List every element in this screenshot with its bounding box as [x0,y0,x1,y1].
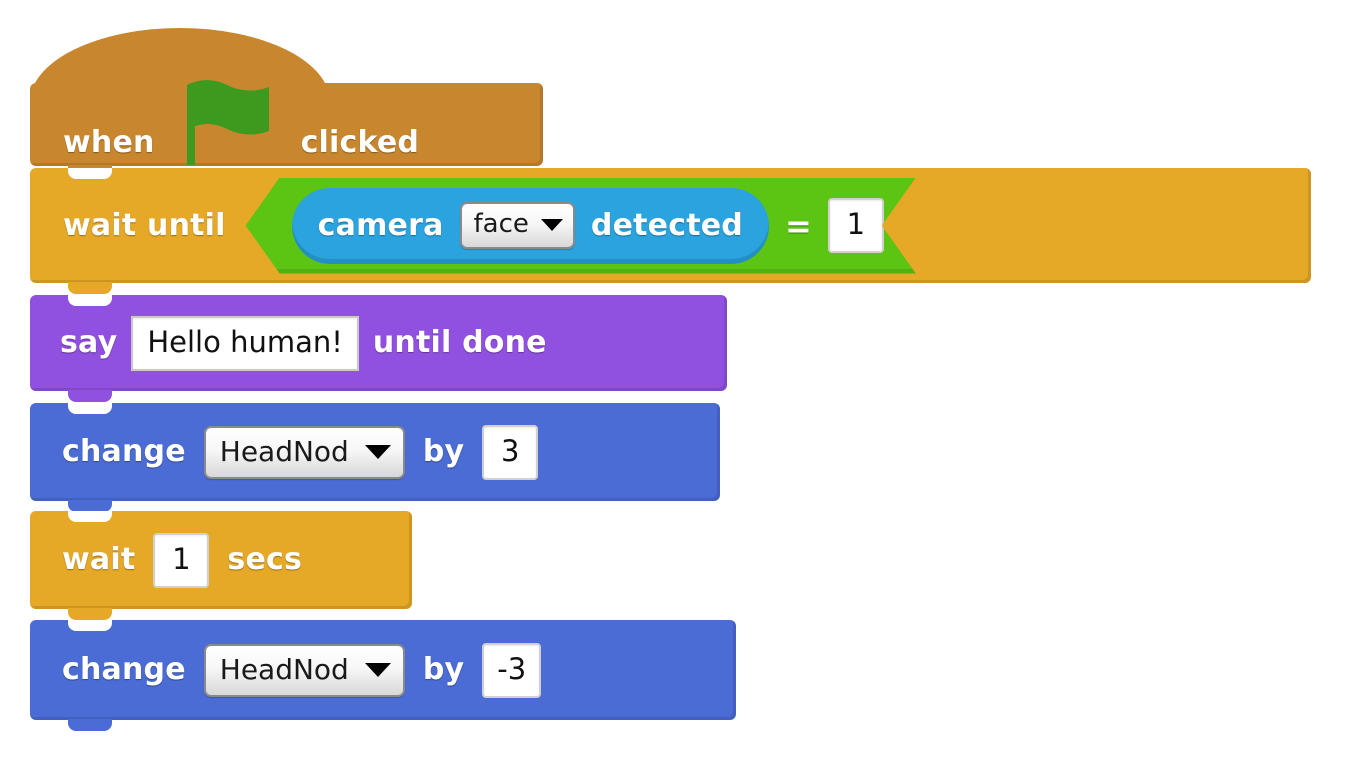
camera-target-dropdown[interactable]: face [460,202,575,249]
secs-label: secs [227,542,303,577]
detected-label: detected [590,207,743,243]
clicked-label: clicked [300,125,420,160]
wait-row: wait 1 secs [30,532,303,588]
chevron-down-icon [541,219,563,231]
say-text-input[interactable]: Hello human! [131,315,359,371]
block-wait-secs[interactable]: wait 1 secs [30,511,412,620]
green-flag-icon [173,73,283,169]
equals-right-input[interactable]: 1 [828,198,884,253]
block-change-headnod-positive[interactable]: change HeadNod by 3 [30,403,720,512]
variable-dropdown-2[interactable]: HeadNod [203,643,405,697]
equals-sign: = [784,206,812,245]
wait-until-label: wait until [63,207,226,243]
block-change-headnod-negative[interactable]: change HeadNod by -3 [30,620,736,731]
change-label-2: change [62,652,186,687]
camera-detected-reporter[interactable]: camera face detected [292,188,769,264]
camera-label: camera [317,207,444,243]
block-when-flag-clicked[interactable]: when clicked [30,28,543,177]
when-label: when [63,125,155,160]
wait-seconds-input[interactable]: 1 [153,532,210,588]
change-row-2: change HeadNod by -3 [30,642,542,698]
block-wait-until[interactable]: wait until camera face detected = 1 [30,168,1311,294]
by-label-2: by [422,652,465,687]
wait-label: wait [62,542,136,577]
hat-body [30,83,543,177]
chevron-down-icon [364,444,391,459]
say-label: say [60,325,118,360]
equals-operator-block[interactable]: camera face detected = 1 [246,178,916,274]
hat-content: when clicked [63,80,420,166]
chevron-down-icon [364,662,391,677]
by-label-1: by [422,434,465,469]
variable-value-2: HeadNod [219,652,349,686]
change-label-1: change [62,434,186,469]
variable-dropdown-1[interactable]: HeadNod [203,425,405,479]
variable-value-1: HeadNod [219,434,349,468]
camera-target-value: face [473,209,529,240]
block-say-until-done[interactable]: say Hello human! until done [30,295,727,402]
change-amount-input-2[interactable]: -3 [482,642,542,698]
say-row: say Hello human! until done [30,315,547,371]
change-row-1: change HeadNod by 3 [30,424,539,480]
wait-until-row: wait until camera face detected = 1 [30,178,916,274]
until-done-label: until done [372,325,547,360]
change-amount-input-1[interactable]: 3 [482,424,539,480]
